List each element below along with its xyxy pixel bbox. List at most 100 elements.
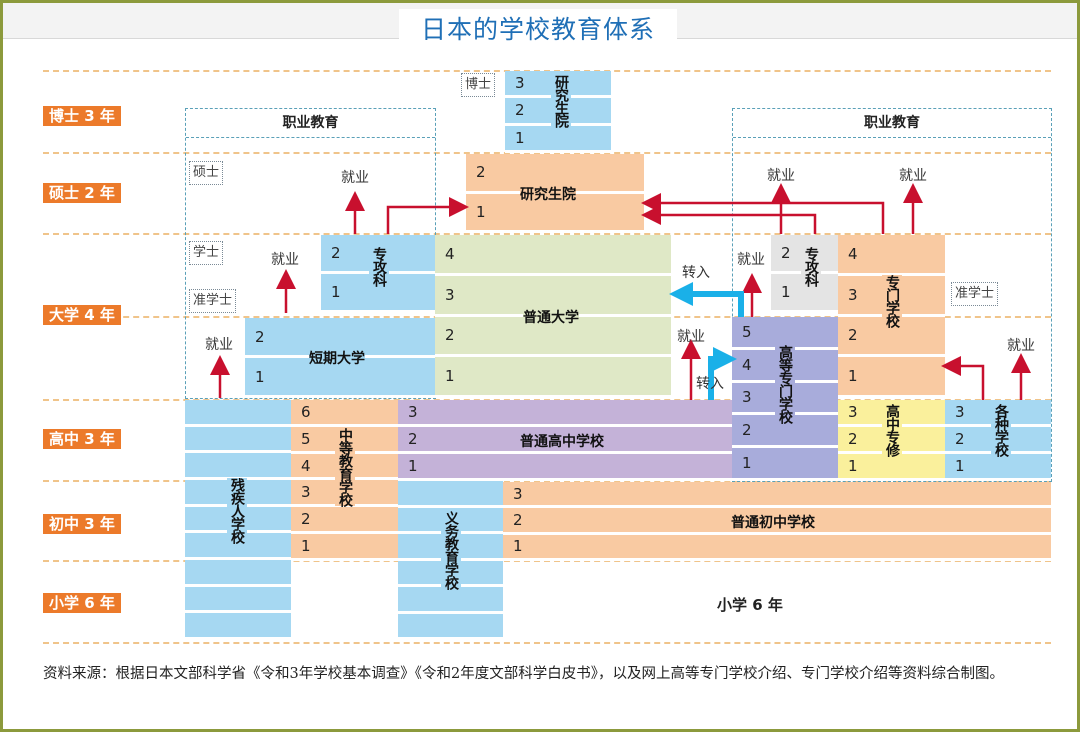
- block-label: 各种学校: [991, 404, 1011, 456]
- transfer-label: 转入: [682, 265, 710, 281]
- year-number: 1: [408, 457, 418, 475]
- block-label: 高等专门学校: [775, 345, 795, 423]
- year-number: 2: [781, 244, 791, 262]
- vocational-label: 职业教育: [186, 109, 435, 138]
- year-row: 1: [838, 357, 945, 398]
- arrows: [210, 183, 1031, 400]
- year-number: 2: [513, 510, 523, 529]
- year-number: 4: [445, 244, 455, 263]
- employment-label: 就业: [1007, 338, 1035, 354]
- year-row: [398, 614, 503, 640]
- year-number: 2: [955, 430, 965, 448]
- year-row: [185, 533, 291, 561]
- year-number: 3: [301, 483, 311, 502]
- year-row: 1: [732, 448, 838, 481]
- block-label: 残疾人学校: [227, 478, 247, 543]
- year-row: 1: [771, 274, 838, 313]
- year-number: 1: [781, 283, 791, 301]
- year-row: 2: [732, 415, 838, 449]
- compulsory-education-school: 义务教育学校: [398, 481, 503, 640]
- year-number: 2: [445, 326, 455, 345]
- year-number: 3: [515, 74, 525, 93]
- year-row: 2: [838, 317, 945, 358]
- employment-label: 就业: [341, 170, 369, 186]
- year-number: 1: [445, 367, 455, 386]
- degree-master: 硕士: [189, 161, 224, 185]
- year-row: [185, 613, 291, 641]
- block-label: 研究生院: [551, 75, 571, 127]
- divider: [43, 233, 1051, 235]
- year-number: 2: [255, 327, 265, 346]
- year-number: 3: [513, 484, 523, 503]
- year-row: 3: [503, 482, 1051, 509]
- employment-label: 就业: [899, 168, 927, 184]
- degree-associate: 准学士: [189, 289, 237, 313]
- divider: [43, 480, 1051, 482]
- year-number: 2: [476, 163, 486, 182]
- transfer-arrow: [669, 282, 744, 317]
- year-row: 4: [435, 235, 671, 276]
- graduate-school-master: 2 1 研究生院: [466, 154, 644, 233]
- block-label: 短期大学: [309, 348, 365, 368]
- year-number: 3: [742, 388, 752, 407]
- year-number: 5: [301, 429, 311, 448]
- advance-arrow: [641, 193, 885, 234]
- year-row: [185, 427, 291, 454]
- block-label: 普通高中学校: [520, 431, 604, 451]
- row-label-high-school: 高中 3 年: [43, 429, 121, 449]
- year-number: 1: [515, 128, 525, 147]
- year-row: 2: [398, 427, 732, 454]
- year-number: 1: [331, 283, 341, 301]
- year-number: 2: [848, 430, 858, 448]
- year-number: 1: [848, 457, 858, 475]
- year-number: 2: [848, 326, 858, 345]
- year-number: 5: [742, 322, 752, 341]
- degree-doctor: 博士: [461, 73, 496, 97]
- transfer-label: 转入: [696, 376, 724, 392]
- row-label-master: 硕士 2 年: [43, 183, 121, 203]
- year-row: 1: [838, 454, 945, 481]
- year-number: 3: [848, 403, 858, 421]
- year-number: 4: [848, 244, 858, 263]
- primary-school-label: 小学 6 年: [717, 596, 783, 614]
- year-number: 3: [955, 403, 965, 421]
- divider: [43, 152, 1051, 154]
- graduate-school-doctoral: 3 2 1 研究生院: [505, 71, 611, 153]
- year-row: [185, 400, 291, 427]
- year-number: 1: [742, 454, 752, 473]
- year-number: 4: [742, 355, 752, 374]
- year-row: 1: [435, 357, 671, 398]
- vocational-label: 职业教育: [733, 109, 1051, 138]
- row-label-doctor: 博士 3 年: [43, 106, 121, 126]
- year-number: 2: [742, 421, 752, 440]
- year-row: 1: [505, 126, 611, 153]
- row-label-primary: 小学 6 年: [43, 593, 121, 613]
- year-number: 1: [301, 537, 311, 556]
- year-number: 2: [331, 244, 341, 262]
- block-label: 研究生院: [520, 184, 576, 204]
- year-row: 2: [503, 508, 1051, 535]
- advance-arrow: [941, 356, 985, 400]
- year-number: 1: [476, 202, 486, 221]
- year-row: 1: [945, 454, 1051, 481]
- employment-label: 就业: [271, 252, 299, 268]
- block-label: 中等教育学校: [335, 428, 355, 506]
- degree-associate: 准学士: [951, 282, 999, 306]
- year-number: 6: [301, 402, 311, 421]
- year-number: 2: [515, 101, 525, 120]
- advance-arrow: [386, 197, 469, 234]
- college-of-technology: 5 4 3 2 1 高等专门学校: [732, 317, 838, 481]
- employment-label: 就业: [205, 337, 233, 353]
- year-row: 1: [503, 535, 1051, 561]
- row-label-middle-school: 初中 3 年: [43, 514, 121, 534]
- block-label: 专攻科: [369, 247, 389, 286]
- divider: [43, 560, 1051, 562]
- year-number: 1: [848, 367, 858, 386]
